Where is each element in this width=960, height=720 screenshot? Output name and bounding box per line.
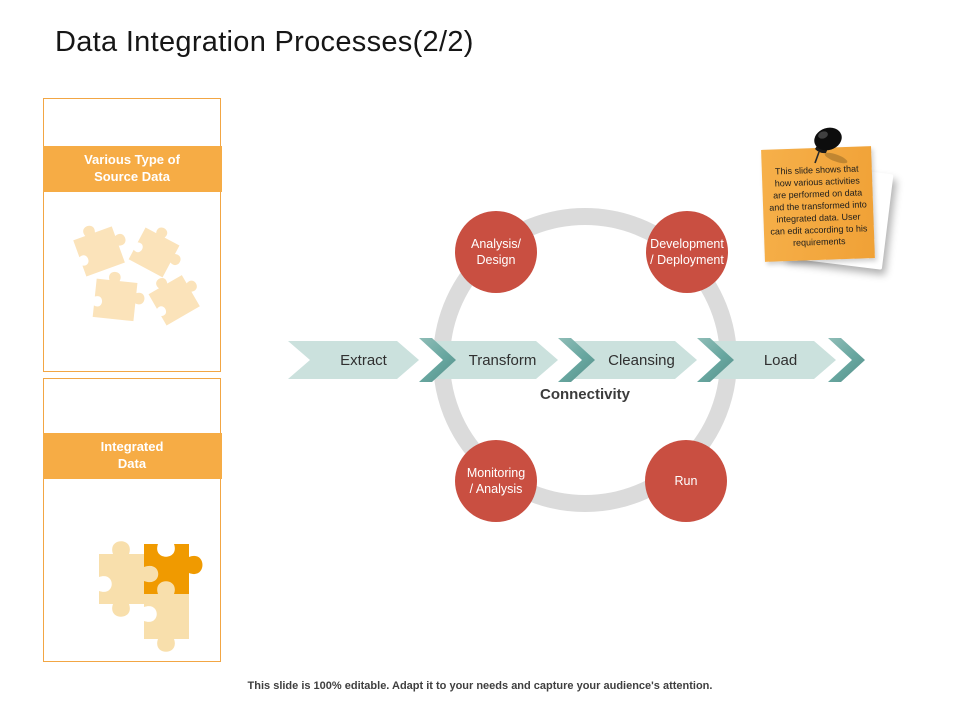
process-arrow-band: Extract Transform Cleansing Load: [288, 338, 878, 382]
integrated-puzzle-icon: [99, 541, 203, 652]
activity-label-line1: Monitoring: [466, 465, 526, 480]
source-data-panel: Various Type of Source Data: [42, 98, 222, 372]
integrated-heading-line2: Data: [117, 455, 147, 471]
activity-label-line2: / Analysis: [469, 482, 523, 496]
activity-analysis-design: Analysis/ Design: [455, 211, 537, 293]
activity-label-line2: / Deployment: [650, 253, 724, 267]
step-label: Cleansing: [608, 351, 675, 369]
footer-note: This slide is 100% editable. Adapt it to…: [247, 680, 713, 692]
activity-label-line1: Analysis/: [470, 236, 522, 251]
activity-label-line1: Run: [674, 473, 698, 488]
activity-label-line1: Development: [650, 236, 724, 251]
puzzle-piece-icon: [73, 225, 126, 277]
source-heading-line1: Various Type of: [84, 152, 180, 167]
step-extract: Extract: [288, 341, 419, 379]
activity-run: Run: [645, 440, 727, 522]
integrated-heading-line1: Integrated: [100, 439, 164, 454]
integrated-panel-header: Integrated Data: [42, 433, 222, 479]
step-transform: Transform: [427, 341, 558, 379]
puzzle-piece-icon: [148, 275, 200, 326]
puzzle-piece-icon: [92, 271, 145, 322]
puzzle-piece-icon: [128, 227, 181, 278]
push-pin-icon: [814, 127, 848, 164]
sticky-note-text: This slide shows that how various activi…: [769, 163, 868, 249]
integrated-data-panel: Integrated Data: [42, 378, 222, 662]
step-label: Extract: [340, 351, 387, 369]
activity-development-deployment: Development / Deployment: [646, 211, 728, 293]
slide-title: Data Integration Processes(2/2): [55, 26, 474, 58]
step-label: Transform: [468, 351, 537, 369]
activity-monitoring-analysis: Monitoring / Analysis: [455, 440, 537, 522]
source-panel-header: Various Type of Source Data: [42, 146, 222, 192]
activity-label-line2: Design: [476, 253, 516, 267]
source-heading-line2: Source Data: [94, 168, 170, 184]
hub-label: Connectivity: [539, 386, 630, 403]
step-label: Load: [763, 351, 798, 369]
